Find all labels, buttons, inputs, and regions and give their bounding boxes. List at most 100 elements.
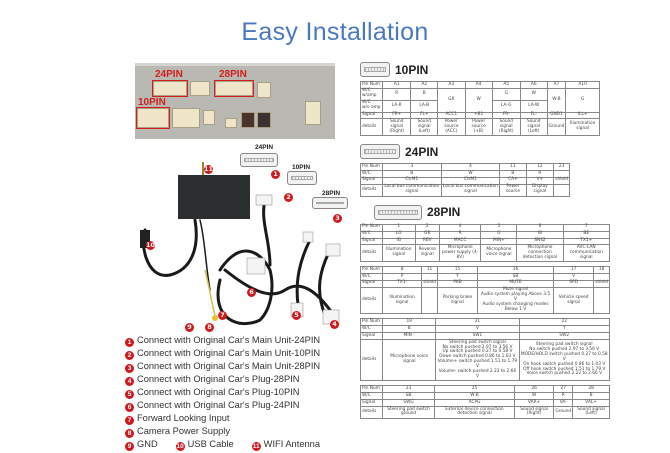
row-header: details <box>360 286 383 315</box>
table-cell: LA-G <box>491 99 521 113</box>
table-cell: A7 <box>546 81 567 89</box>
section-title-10pin: 10PIN <box>395 62 429 77</box>
table-cell: Microphone voice signal <box>480 244 518 263</box>
table-cell: 21 <box>435 318 520 327</box>
table-cell: Sound signal (Right) <box>491 118 521 137</box>
table-cell: FL- <box>519 111 548 120</box>
row-header: W/C <box>360 392 383 401</box>
table-cell: LA-R <box>381 99 412 113</box>
row-header: details <box>360 183 383 197</box>
table-cell: SWG <box>381 399 436 408</box>
table-cell: B <box>410 87 438 101</box>
table-cell: R <box>381 87 412 101</box>
row-header: Signal <box>360 332 383 341</box>
legend-text: Forward Looking Input <box>137 413 230 423</box>
table-cell: 15 <box>436 266 479 275</box>
legend-number: 8 <box>125 429 134 438</box>
row-header: Pin Num <box>360 163 383 172</box>
table-cell: B <box>572 392 610 401</box>
table-cell: FR- <box>491 111 521 120</box>
harness-label-10pin: 10PIN <box>292 164 311 171</box>
table-cell: LA-W <box>519 99 548 113</box>
legend-number: 1 <box>125 338 134 347</box>
table-cell: shield <box>553 176 570 185</box>
table-cell: SW2 <box>518 332 611 341</box>
table-cell: FR+ <box>381 111 412 120</box>
table-cell: GR <box>414 230 441 239</box>
table-cell: Sound signal (Right) <box>513 406 555 419</box>
table-cell: 25 <box>434 385 515 394</box>
table-cell: Sound signal (Left) <box>410 118 438 137</box>
table-cell <box>553 183 570 197</box>
table-cell: BE <box>562 230 611 239</box>
row-header: details <box>360 339 383 382</box>
section-header-28pin: 28PIN <box>374 204 460 221</box>
row-header: W/C <box>360 325 383 334</box>
table-cell: Vehicle speed signal <box>552 286 595 315</box>
table-cell: R <box>439 230 482 239</box>
table-cell: 12 <box>525 163 555 172</box>
callout-10: 10 <box>146 241 156 250</box>
table-cell: Sound signal (Right) <box>381 118 412 137</box>
table-cell: Y <box>518 325 611 334</box>
table-cell: Sound signal (Left) <box>519 118 548 137</box>
section-header-10pin: 10PIN <box>360 61 428 78</box>
legend-text: Connect with Original Car's Plug-10PIN <box>137 387 300 397</box>
table-cell: VAR+ <box>513 399 555 408</box>
table-cell: Power source (+B) <box>464 118 493 137</box>
head-unit-rear-photo: 24PIN 28PIN 10PIN <box>135 63 335 139</box>
table-cell: MIN - <box>381 332 437 341</box>
row-header: details <box>360 244 383 263</box>
table-cell: A4 <box>464 81 493 89</box>
row-header: Signal <box>360 111 383 120</box>
table-cell <box>593 286 610 315</box>
legend-number: 9 <box>125 442 134 451</box>
table-cell: A2 <box>410 81 438 89</box>
table-cell: 27 <box>553 385 574 394</box>
section-title-28pin: 28PIN <box>427 205 461 220</box>
table-cell: A6 <box>519 81 548 89</box>
table-cell: LA-B <box>410 99 438 113</box>
legend-text: Connect with Original Car's Main Unit-10… <box>137 348 321 358</box>
connector-24pin-icon <box>360 144 400 160</box>
row-header: details <box>360 406 383 419</box>
table-cell: W-B <box>434 392 515 401</box>
legend-number: 2 <box>125 351 134 360</box>
connector-28pin-image <box>312 197 348 209</box>
callout-3: 3 <box>333 214 342 223</box>
legend-number: 11 <box>251 442 261 451</box>
table-cell: G <box>491 87 521 101</box>
unit-label-24pin: 24PIN <box>155 69 183 80</box>
callout-7: 7 <box>218 311 227 320</box>
section-header-24pin: 24PIN <box>360 143 438 160</box>
table-cell: Reverse signal <box>414 244 441 263</box>
table-cell: Microphone connection detection signal <box>516 244 564 263</box>
callout-6: 6 <box>247 288 256 297</box>
table-cell: +B1 <box>464 111 493 120</box>
table-cell: SPD <box>552 279 595 288</box>
table-cell: SW1 <box>435 332 520 341</box>
legend-text: GND <box>137 439 158 449</box>
table-cell: MACC <box>439 237 482 246</box>
table-cell: V+ <box>525 176 555 185</box>
table-cell: Steering pad switch signal No switch pus… <box>435 339 520 382</box>
table-cell: ILL+ <box>565 111 600 120</box>
table-cell: VA- <box>553 399 574 408</box>
unit-label-10pin: 10PIN <box>138 97 166 108</box>
legend-text: Camera Power Supply <box>137 426 231 436</box>
table-cell: CA+ <box>499 176 527 185</box>
table-cell: W <box>464 87 493 113</box>
table-cell: TX1- <box>381 279 423 288</box>
